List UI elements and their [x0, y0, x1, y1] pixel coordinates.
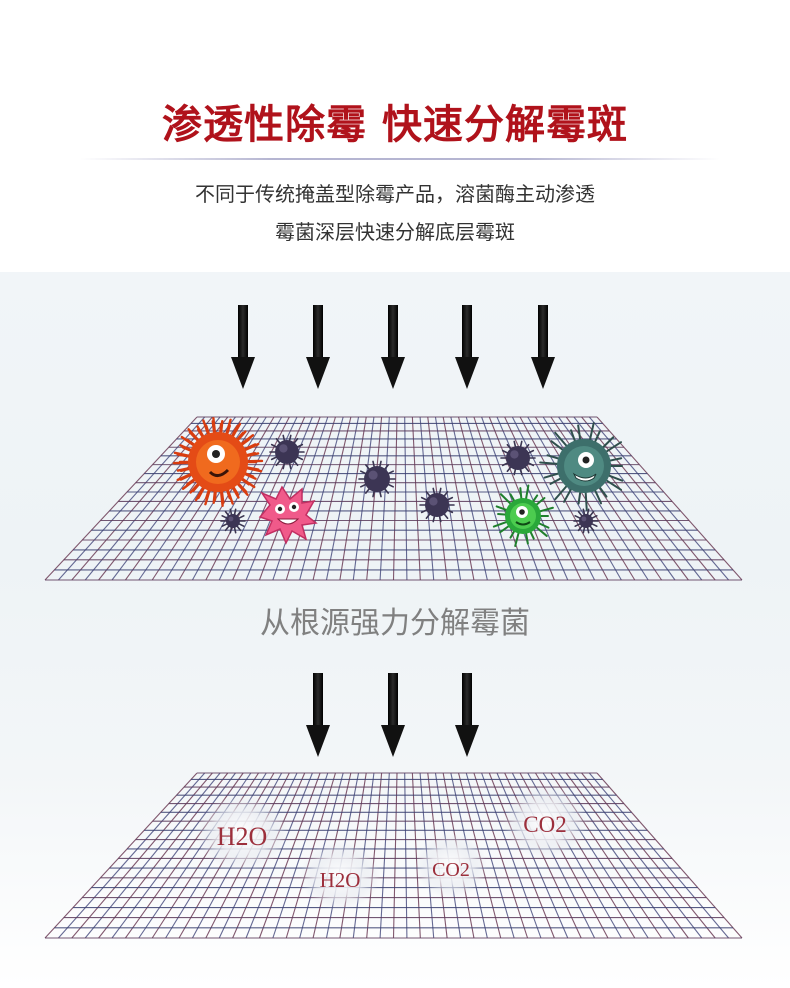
- mold-spore-icon: [269, 434, 305, 470]
- subtitle-line-2: 霉菌深层快速分解底层霉斑: [275, 220, 515, 244]
- molecule-h2o-1: H2O: [196, 795, 288, 871]
- pink-mold-icon: [258, 485, 318, 545]
- header-area: [0, 0, 790, 272]
- title-divider: [80, 158, 720, 160]
- arrows-middle: [306, 673, 479, 757]
- teal-mold-icon: [539, 422, 624, 511]
- middle-caption: 从根源强力分解霉菌: [260, 606, 530, 641]
- mesh-top: [44, 416, 743, 581]
- arrow-down-icon: [455, 305, 479, 389]
- arrow-down-icon: [306, 305, 330, 389]
- arrows-top: [231, 305, 555, 389]
- arrow-down-icon: [381, 305, 405, 389]
- green-mold-icon: [492, 484, 554, 548]
- mold-group: [172, 417, 624, 548]
- mold-spore-icon: [358, 460, 396, 498]
- subtitle-line-1: 不同于传统掩盖型除霉产品，溶菌酶主动渗透: [195, 182, 595, 206]
- mold-spore-icon: [573, 508, 599, 534]
- molecule-co2-2-label: CO2: [523, 812, 566, 837]
- mold-spore-icon: [500, 440, 536, 476]
- page-title: 渗透性除霉 快速分解霉斑: [162, 102, 628, 148]
- molecule-co2-1-label: CO2: [432, 859, 470, 881]
- arrow-down-icon: [306, 673, 330, 757]
- arrow-down-icon: [531, 305, 555, 389]
- molecule-co2-2: CO2: [503, 786, 587, 858]
- molecule-co2-1: CO2: [415, 834, 487, 898]
- arrow-down-icon: [231, 305, 255, 389]
- mold-spore-icon: [220, 508, 246, 534]
- molecule-h2o-2-label: H2O: [320, 868, 361, 892]
- molecule-h2o-1-label: H2O: [217, 822, 268, 851]
- arrow-down-icon: [381, 673, 405, 757]
- molecule-h2o-2: H2O: [300, 842, 380, 910]
- orange-mold-icon: [172, 417, 264, 507]
- mold-spore-icon: [419, 487, 455, 523]
- mesh-bottom: [44, 772, 743, 939]
- arrow-down-icon: [455, 673, 479, 757]
